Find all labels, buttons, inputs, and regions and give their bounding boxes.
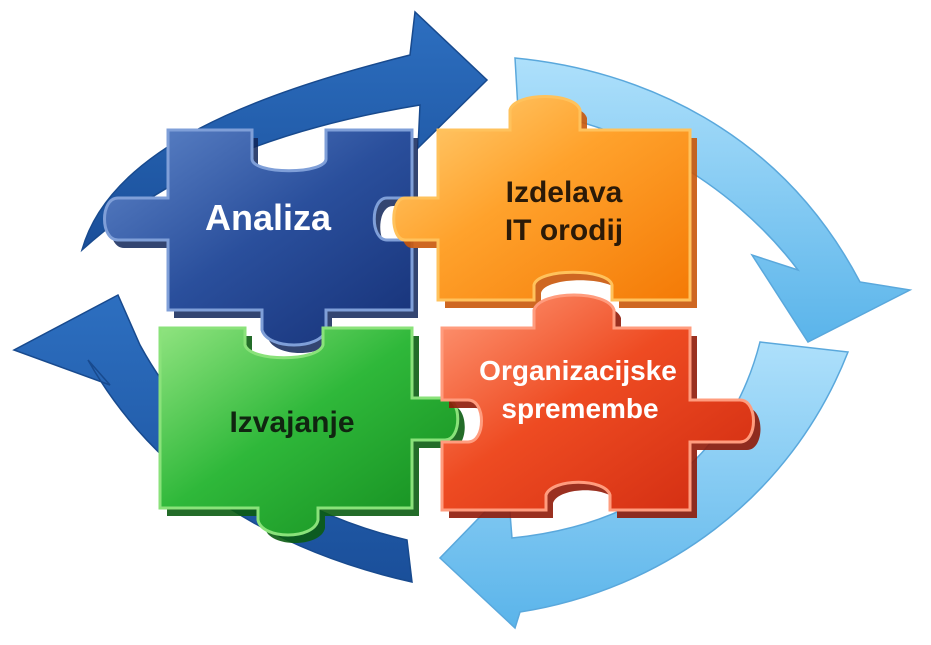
puzzle-piece-izdelava (392, 95, 697, 308)
piece-labels: Analiza Izdelava IT orodij Izvajanje Org… (205, 176, 677, 439)
label-analiza: Analiza (205, 197, 332, 238)
label-izdelava-line2: IT orodij (505, 214, 623, 247)
puzzle-pieces (103, 95, 761, 543)
puzzle-piece-analiza (103, 128, 418, 353)
label-izdelava-line1: Izdelava (506, 176, 623, 209)
label-organizacijske-line1: Organizacijske (479, 355, 677, 386)
puzzle-piece-izvajanje (158, 326, 465, 543)
label-organizacijske-line2: spremembe (501, 393, 658, 424)
cycle-arrows (12, 10, 913, 630)
label-izvajanje: Izvajanje (229, 406, 354, 439)
puzzle-piece-organizacijske (440, 293, 761, 518)
